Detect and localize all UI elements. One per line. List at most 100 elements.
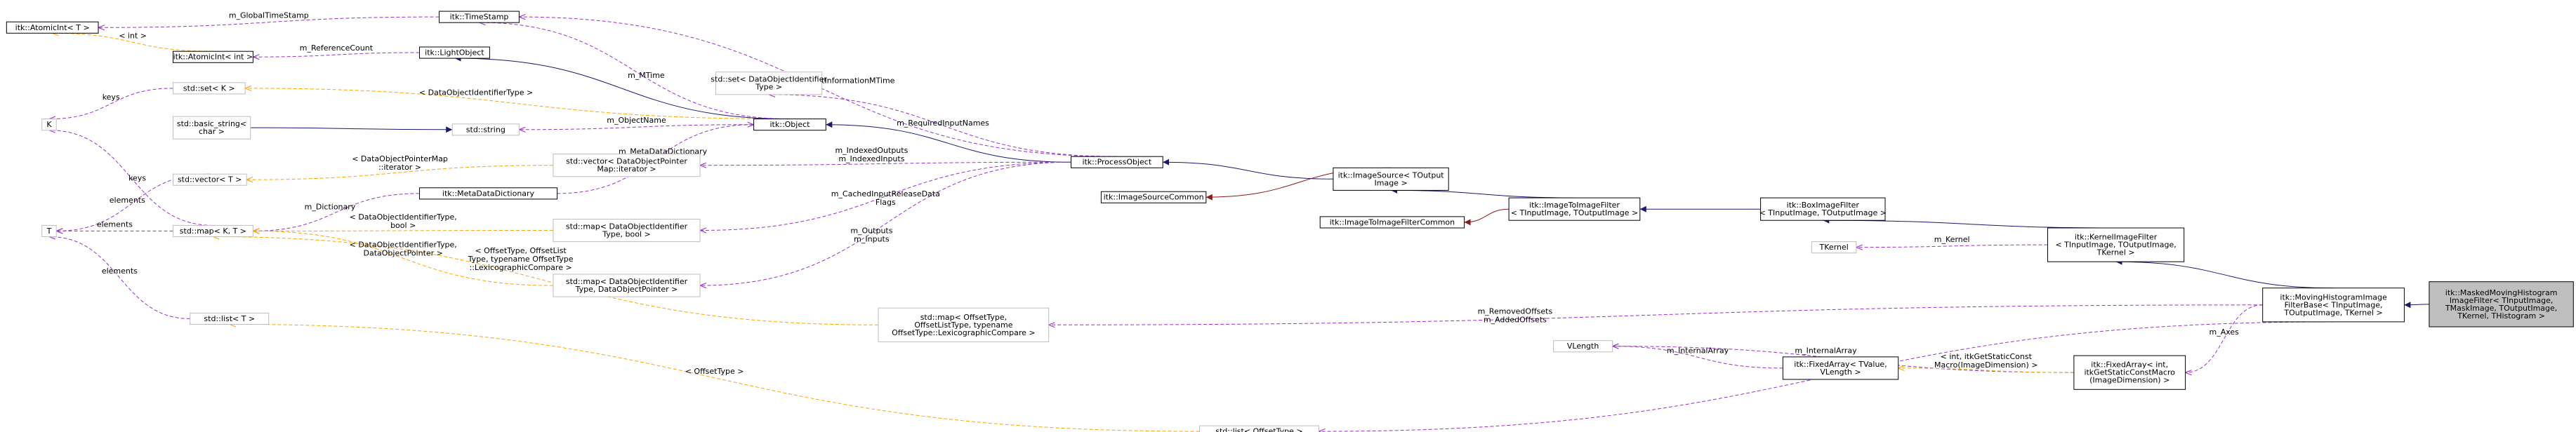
node-vector-t[interactable]: std::vector< T > [173, 173, 247, 186]
elements-list-label: elements [102, 266, 138, 276]
node-atomicint-t[interactable]: itk::AtomicInt< T > [6, 21, 99, 34]
int-edge [53, 33, 213, 52]
node-kernelimagefilter[interactable]: itk::KernelImageFilter< TInputImage, TOu… [2047, 227, 2185, 262]
node-label: itk::FixedArray< TValue,VLength > [1794, 360, 1887, 377]
node-box [190, 312, 270, 325]
node-vlength[interactable]: VLength [1553, 340, 1613, 353]
global-timestamp-label: m_GlobalTimeStamp [229, 11, 309, 20]
node-imagesourcecommon[interactable]: itk::ImageSourceCommon [1100, 191, 1207, 203]
node-map-kt[interactable]: std::map< K, T > [173, 224, 253, 237]
dictionary-label: m_Dictionary [305, 203, 356, 212]
axes-label: m_Axes [2209, 328, 2239, 337]
node-box [2073, 355, 2186, 390]
node-label: T [46, 227, 52, 236]
node-box [715, 72, 823, 95]
node-itifcommon[interactable]: itk::ImageToImageFilterCommon [1319, 216, 1465, 229]
node-basic-string[interactable]: std::basic_string<char > [173, 116, 251, 140]
node-label: VLength [1567, 342, 1599, 351]
dopm-iterator-edge [246, 165, 553, 180]
node-list-t[interactable]: std::list< T > [190, 312, 270, 325]
edge-labels-layer: m_GlobalTimeStampm_ReferenceCountm_MTime… [97, 11, 2239, 376]
doid-type-label: < DataObjectIdentifierType > [419, 88, 533, 97]
node-fixedarray-int[interactable]: itk::FixedArray< int,itkGetStaticConstMa… [2073, 355, 2186, 390]
node-box [439, 11, 520, 23]
node-timestamp[interactable]: itk::TimeStamp [439, 11, 520, 23]
node-label: itk::FixedArray< int,itkGetStaticConstMa… [2084, 360, 2175, 385]
node-list-offset[interactable]: std::list< OffsetType > [1199, 425, 1319, 432]
node-label: itk::ImageSourceCommon [1104, 193, 1204, 202]
node-box [41, 119, 57, 131]
node-box [173, 224, 253, 237]
node-atomicint-int[interactable]: itk::AtomicInt< int > [173, 50, 253, 63]
node-fixedarray-tv[interactable]: itk::FixedArray< TValue,VLength > [1782, 356, 1899, 380]
outputs-inputs-edge [700, 161, 1071, 285]
node-processobject[interactable]: itk::ProcessObject [1071, 156, 1163, 168]
axes-edge [2186, 304, 2263, 372]
node-k[interactable]: K [41, 119, 57, 131]
elements-vector-label: elements [110, 196, 145, 205]
node-string[interactable]: std::string [451, 123, 520, 136]
node-label: itk::ImageToImageFilterCommon [1330, 217, 1455, 227]
keys-set-edge [49, 88, 173, 119]
inh-edge [2115, 258, 2334, 289]
node-box [451, 123, 520, 136]
offset-map-tpl-edge [213, 237, 879, 325]
node-box [2047, 227, 2185, 262]
node-box [1811, 241, 1857, 254]
dictionary-edge [253, 193, 420, 231]
node-label: itk::BoxImageFilter< TInputImage, TOutpu… [1759, 201, 1887, 217]
node-boximagefilter[interactable]: itk::BoxImageFilter< TInputImage, TOutpu… [1759, 197, 1887, 221]
node-label: itk::AtomicInt< int > [173, 53, 253, 62]
cached-flags-edge [700, 161, 1071, 230]
node-metadict[interactable]: itk::MetaDataDictionary [419, 187, 558, 200]
dopm-iterator-label: < DataObjectPointerMap::iterator > [352, 154, 448, 172]
node-box [419, 46, 490, 59]
elements-map-label: elements [97, 220, 133, 229]
keys-set-label: keys [103, 93, 120, 102]
node-label: std::list< OffsetType > [1215, 427, 1302, 432]
node-lightobject[interactable]: itk::LightObject [419, 46, 490, 59]
prv-edge [1464, 208, 1510, 226]
node-label: std::set< K > [183, 83, 235, 93]
node-set-k[interactable]: std::set< K > [173, 82, 246, 95]
int-label: < int > [119, 31, 147, 40]
node-tkernel[interactable]: TKernel [1811, 241, 1857, 254]
required-input-names-edge [769, 95, 1117, 157]
inh-edge [2404, 302, 2429, 309]
doid-bool-label: < DataObjectIdentifierType,bool > [350, 212, 457, 230]
node-t[interactable]: T [41, 224, 57, 237]
node-box [419, 187, 558, 200]
inh-edge [1391, 187, 1575, 198]
node-box [1071, 156, 1163, 168]
node-box [173, 82, 246, 95]
node-map-offset[interactable]: std::map< OffsetType,OffsetListType, typ… [878, 307, 1050, 342]
elements-list-edge [49, 237, 190, 319]
node-box [553, 219, 701, 243]
object-name-label: m_ObjectName [607, 116, 666, 125]
node-object[interactable]: itk::Object [753, 119, 826, 131]
mtime-edge [480, 22, 791, 120]
node-label: std::map< K, T > [180, 227, 246, 236]
node-label: itk::AtomicInt< T > [15, 23, 90, 32]
node-label: itk::KernelImageFilter< TInputImage, TOu… [2055, 233, 2176, 257]
node-box [1508, 197, 1641, 221]
node-box [173, 50, 253, 63]
inh-edge [454, 55, 791, 120]
kernel-label: m_Kernel [1934, 235, 1970, 244]
node-itif[interactable]: itk::ImageToImageFilter< TInputImage, TO… [1508, 197, 1641, 221]
inh-edge [250, 126, 453, 133]
